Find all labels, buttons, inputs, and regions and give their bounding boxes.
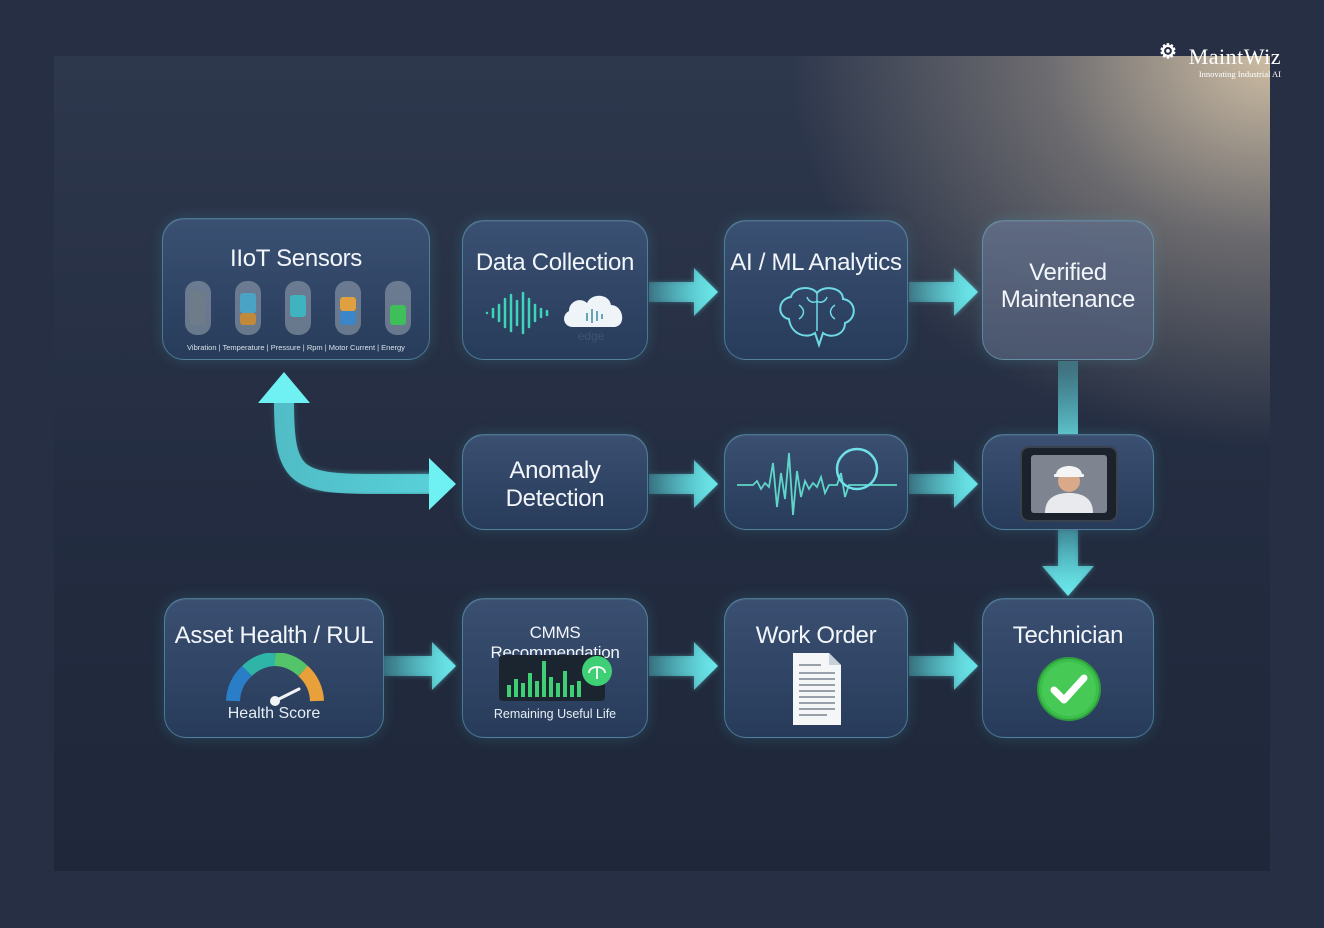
arrow-health-to-cmms	[384, 642, 456, 690]
arrow-loop-to-sensors	[258, 372, 456, 510]
gear-logo-icon: ⚙	[1159, 41, 1177, 63]
checkmark-icon	[1037, 657, 1101, 721]
node-title: Data Collection	[475, 249, 635, 276]
sensor-types-caption: Vibration | Temperature | Pressure | Rpm…	[187, 343, 405, 352]
node-asset-health: Asset Health / RUL Health Score	[164, 598, 384, 738]
brand-logo: ⚙ MaintWiz Innovating Industrial AI	[1151, 38, 1281, 82]
node-ai-ml-analytics: AI / ML Analytics	[724, 220, 908, 360]
node-title-line1: Anomaly	[509, 457, 601, 484]
brain-icon	[779, 287, 855, 349]
arrow-cmms-to-workorder	[649, 642, 718, 690]
cloud-icon	[564, 295, 623, 327]
edge-label: edge	[577, 329, 605, 343]
rul-label: Remaining Useful Life	[493, 707, 617, 721]
node-title: Technician	[1012, 622, 1124, 649]
arrow-tablet-to-technician	[1042, 530, 1094, 596]
tablet-technician-icon	[1020, 446, 1118, 522]
node-title-line2: Maintenance	[1000, 286, 1136, 313]
node-title-line1: Verified	[1029, 259, 1107, 286]
waveform-icon	[485, 291, 549, 335]
node-anomaly-detection: Anomaly Detection	[462, 434, 648, 530]
arrow-data-to-ai	[649, 268, 718, 316]
health-score-label: Health Score	[227, 705, 321, 722]
anomaly-waveform-icon	[737, 447, 897, 516]
arrow-signal-to-tablet	[909, 460, 978, 508]
node-title-line2: Detection	[505, 485, 605, 512]
diagram-panel: IIoT Sensors Vibration | Temperature | P…	[54, 56, 1270, 871]
arrow-ai-to-verified	[909, 268, 978, 316]
node-title: IIoT Sensors	[229, 245, 363, 272]
node-iiot-sensors: IIoT Sensors Vibration | Temperature | P…	[162, 218, 430, 360]
brand-tagline: Innovating Industrial AI	[1198, 69, 1281, 79]
node-title: Work Order	[755, 622, 877, 649]
node-cmms-recommendation: CMMS Recommendation Remaining Useful Lif…	[462, 598, 648, 738]
node-anomaly-signal	[724, 434, 908, 530]
document-icon	[793, 653, 841, 725]
brand-name: MaintWiz	[1188, 44, 1281, 69]
arrow-anomaly-to-signal	[649, 460, 718, 508]
node-title: Asset Health / RUL	[174, 622, 374, 649]
node-work-order: Work Order	[724, 598, 908, 738]
sensor-cylinders-icon	[185, 281, 411, 335]
node-title: AI / ML Analytics	[730, 249, 902, 276]
arrow-workorder-to-technician	[909, 642, 978, 690]
health-gauge-icon	[226, 653, 324, 706]
node-technician: Technician	[982, 598, 1154, 738]
node-data-collection: Data Collection edge	[462, 220, 648, 360]
flow-arrows	[258, 268, 1094, 690]
node-verified-maintenance: Verified Maintenance	[982, 220, 1154, 360]
connector-verified-to-tablet	[1058, 361, 1078, 434]
node-technician-tablet	[982, 434, 1154, 530]
rul-chart-icon	[499, 655, 612, 701]
